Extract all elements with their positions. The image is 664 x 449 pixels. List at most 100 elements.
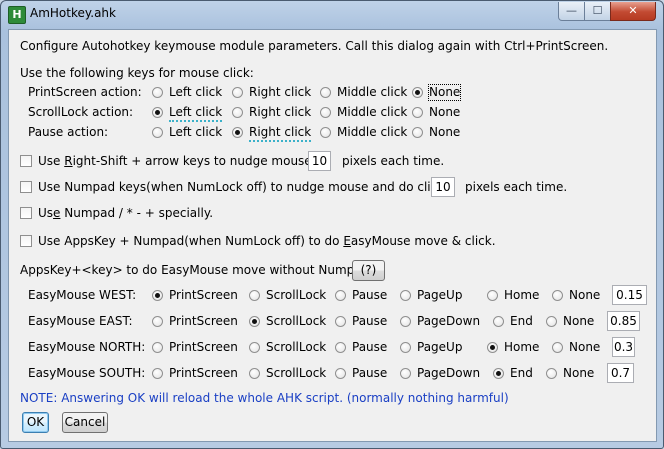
easymouse-radio[interactable] xyxy=(400,316,411,327)
shift-nudge-pixels-input[interactable]: 10 xyxy=(308,151,331,171)
mouse-key-option-label[interactable]: Right click xyxy=(249,85,312,99)
mouse-key-radio[interactable] xyxy=(152,127,163,138)
easymouse-radio[interactable] xyxy=(152,316,163,327)
easymouse-radio[interactable] xyxy=(152,342,163,353)
shift-nudge-checkbox[interactable] xyxy=(20,155,32,167)
easymouse-radio[interactable] xyxy=(487,342,498,353)
maximize-icon[interactable]: ☐ xyxy=(584,2,611,21)
easymouse-option-label[interactable]: End xyxy=(510,366,533,380)
cancel-button[interactable]: Cancel xyxy=(62,412,108,433)
easymouse-row-label: EasyMouse SOUTH: xyxy=(28,366,146,380)
easymouse-option-label[interactable]: PrintScreen xyxy=(169,314,238,328)
mouse-key-option-label[interactable]: None xyxy=(429,125,461,139)
mouse-key-option-label[interactable]: None xyxy=(429,105,461,119)
easymouse-option-label[interactable]: None xyxy=(563,366,595,380)
easymouse-radio[interactable] xyxy=(552,290,563,301)
mouse-key-radio[interactable] xyxy=(232,107,243,118)
easymouse-option-label[interactable]: PrintScreen xyxy=(169,288,238,302)
easymouse-option-label[interactable]: None xyxy=(569,288,601,302)
easymouse-radio[interactable] xyxy=(400,368,411,379)
easymouse-radio[interactable] xyxy=(335,342,346,353)
easymouse-speed-input[interactable]: 0.85 xyxy=(607,311,640,331)
easymouse-option-label[interactable]: ScrollLock xyxy=(266,314,327,328)
shift-nudge-suffix: pixels each time. xyxy=(342,154,445,168)
mouse-key-radio[interactable] xyxy=(320,107,331,118)
appskey-easymouse-checkbox[interactable] xyxy=(20,235,32,247)
minimize-icon[interactable]: — xyxy=(558,2,585,21)
mouse-key-option-label[interactable]: Right click xyxy=(249,105,312,119)
title-bar[interactable]: H AmHotkey.ahk — ☐ ✕ xyxy=(1,1,663,29)
mouse-key-option-label[interactable]: Left click xyxy=(169,85,223,99)
easymouse-row-label: EasyMouse WEST: xyxy=(28,288,137,302)
easymouse-option-label[interactable]: PageUp xyxy=(417,340,463,354)
easymouse-option-label[interactable]: PageUp xyxy=(417,288,463,302)
easymouse-option-label[interactable]: PageDown xyxy=(417,366,481,380)
easymouse-radio[interactable] xyxy=(552,342,563,353)
dialog-body: Configure Autohotkey keymouse module par… xyxy=(8,29,657,442)
mouse-key-option-label[interactable]: Left click xyxy=(169,105,223,122)
mouse-key-option-label[interactable]: Left click xyxy=(169,125,223,139)
mouse-key-radio[interactable] xyxy=(412,107,423,118)
easymouse-radio[interactable] xyxy=(335,316,346,327)
mouse-key-row-label: ScrollLock action: xyxy=(28,105,134,119)
ok-button[interactable]: OK xyxy=(22,412,49,433)
mouse-key-option-label[interactable]: Middle click xyxy=(337,125,408,139)
easymouse-option-label[interactable]: Pause xyxy=(352,314,388,328)
easymouse-radio[interactable] xyxy=(400,342,411,353)
easymouse-option-label[interactable]: Home xyxy=(504,340,540,354)
shift-nudge-label[interactable]: Use Right-Shift + arrow keys to nudge mo… xyxy=(38,154,316,168)
numpad-nudge-pixels-input[interactable]: 10 xyxy=(431,177,455,197)
mouse-key-radio[interactable] xyxy=(232,127,243,138)
numpad-special-label[interactable]: Use Numpad / * - + specially. xyxy=(38,206,214,220)
easymouse-radio[interactable] xyxy=(400,290,411,301)
mouse-key-radio[interactable] xyxy=(232,87,243,98)
numpad-special-checkbox[interactable] xyxy=(20,207,32,219)
easymouse-option-label[interactable]: Home xyxy=(504,288,540,302)
easymouse-speed-input[interactable]: 0.7 xyxy=(607,363,634,383)
easymouse-radio[interactable] xyxy=(335,368,346,379)
easymouse-radio[interactable] xyxy=(152,368,163,379)
easymouse-radio[interactable] xyxy=(546,368,557,379)
mouse-key-option-label[interactable]: Middle click xyxy=(337,105,408,119)
easymouse-option-label[interactable]: Pause xyxy=(352,340,388,354)
mouse-key-radio[interactable] xyxy=(320,87,331,98)
easymouse-option-label[interactable]: ScrollLock xyxy=(266,288,327,302)
mouse-key-row-label: PrintScreen action: xyxy=(28,85,142,99)
easymouse-radio[interactable] xyxy=(335,290,346,301)
easymouse-option-label[interactable]: ScrollLock xyxy=(266,340,327,354)
easymouse-radio[interactable] xyxy=(487,290,498,301)
mouse-key-radio[interactable] xyxy=(412,127,423,138)
easymouse-option-label[interactable]: Pause xyxy=(352,288,388,302)
numpad-nudge-label[interactable]: Use Numpad keys(when NumLock off) to nud… xyxy=(38,180,449,194)
mouse-key-radio[interactable] xyxy=(412,87,423,98)
easymouse-radio[interactable] xyxy=(249,316,260,327)
mouse-key-radio[interactable] xyxy=(320,127,331,138)
numpad-nudge-checkbox[interactable] xyxy=(20,181,32,193)
easymouse-radio[interactable] xyxy=(493,368,504,379)
easymouse-radio[interactable] xyxy=(249,290,260,301)
mouse-key-radio[interactable] xyxy=(152,107,163,118)
easymouse-radio[interactable] xyxy=(546,316,557,327)
easymouse-speed-input[interactable]: 0.3 xyxy=(612,337,635,357)
easymouse-option-label[interactable]: PrintScreen xyxy=(169,366,238,380)
easymouse-option-label[interactable]: Pause xyxy=(352,366,388,380)
easymouse-radio[interactable] xyxy=(249,368,260,379)
easymouse-option-label[interactable]: PageDown xyxy=(417,314,481,328)
appskey-easymouse-label[interactable]: Use AppsKey + Numpad(when NumLock off) t… xyxy=(38,234,496,248)
easymouse-option-label[interactable]: PrintScreen xyxy=(169,340,238,354)
easymouse-radio[interactable] xyxy=(493,316,504,327)
easymouse-radio[interactable] xyxy=(249,342,260,353)
easymouse-speed-input[interactable]: 0.15 xyxy=(612,285,647,305)
help-button[interactable]: (?) xyxy=(352,260,385,281)
mouse-key-option-label[interactable]: Right click xyxy=(249,125,312,142)
easymouse-radio[interactable] xyxy=(152,290,163,301)
easymouse-option-label[interactable]: None xyxy=(563,314,595,328)
close-icon[interactable]: ✕ xyxy=(610,2,656,21)
mouse-key-option-label[interactable]: Middle click xyxy=(337,85,408,99)
easymouse-option-label[interactable]: None xyxy=(569,340,601,354)
mouse-key-radio[interactable] xyxy=(152,87,163,98)
mouse-key-option-label[interactable]: None xyxy=(427,84,462,101)
easymouse-option-label[interactable]: End xyxy=(510,314,533,328)
easymouse-option-label[interactable]: ScrollLock xyxy=(266,366,327,380)
